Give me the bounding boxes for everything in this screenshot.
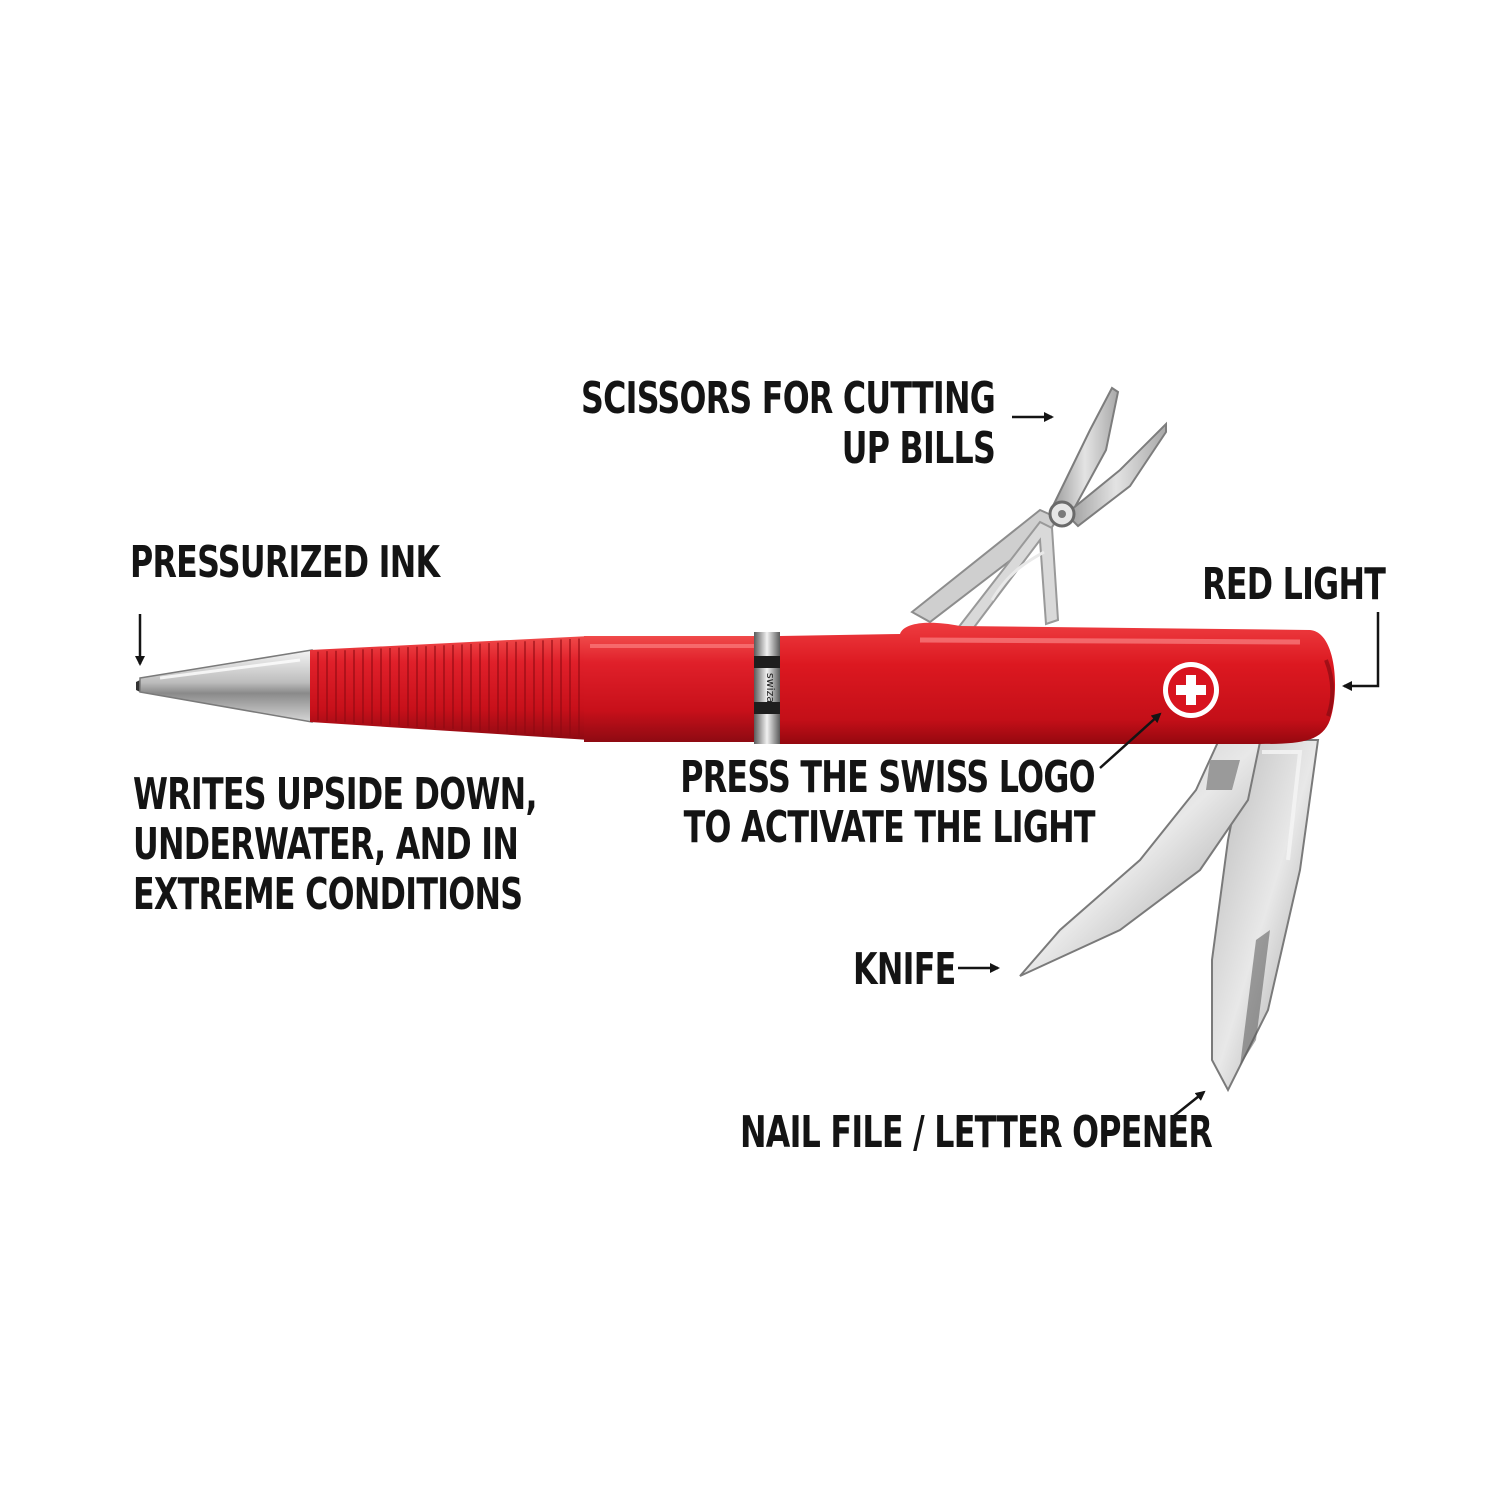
label-writes-upside-down: WRITES UPSIDE DOWN, UNDERWATER, AND IN E… [133, 769, 538, 920]
knife-body [780, 622, 1336, 744]
pen-ring: swiza [754, 632, 780, 744]
arrow-icon [1342, 612, 1380, 691]
label-swiss-logo: PRESS THE SWISS LOGO TO ACTIVATE THE LIG… [680, 752, 1095, 853]
label-nail-file: NAIL FILE / LETTER OPENER [740, 1107, 1213, 1158]
label-red-light: RED LIGHT [1202, 559, 1386, 610]
label-knife: KNIFE [853, 944, 956, 995]
ring-text: swiza [764, 673, 777, 703]
arrow-icon [1099, 712, 1162, 769]
swiss-cross-icon [1163, 662, 1219, 718]
pen-barrel [584, 636, 760, 742]
pen-tip [136, 649, 313, 723]
pen-grip [310, 636, 590, 740]
knife-blade [1019, 741, 1262, 977]
nail-file-blade [1211, 739, 1320, 1093]
arrow-icon [1173, 1090, 1206, 1117]
callout-arrows [135, 412, 1380, 1117]
scissors [910, 386, 1167, 632]
label-scissors: SCISSORS FOR CUTTING UP BILLS [580, 373, 996, 474]
grip-ribs [317, 638, 580, 738]
label-pressurized-ink: PRESSURIZED INK [130, 537, 440, 588]
